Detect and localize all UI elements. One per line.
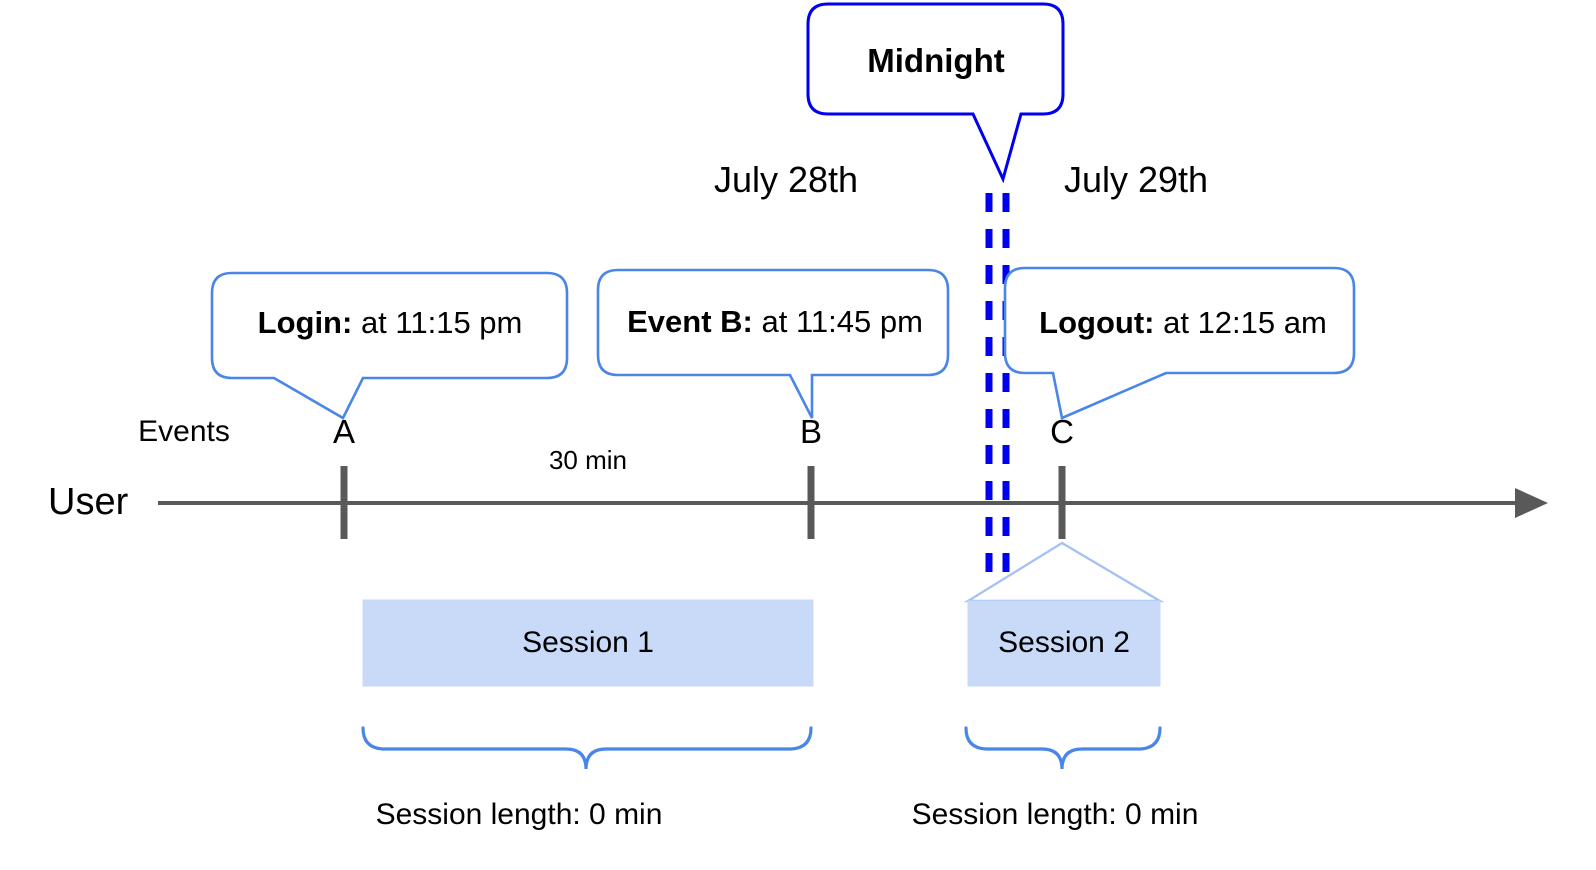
timeline-ticks (340, 466, 1066, 539)
tick-label-a: A (332, 413, 356, 450)
midnight-divider-lines (985, 193, 1010, 583)
callout-rest-login: at 11:15 pm (352, 305, 523, 340)
tick-label-c: C (1050, 413, 1074, 450)
tick-label-b: B (799, 413, 823, 450)
midnight-label: Midnight (867, 42, 1005, 79)
midnight-callout-shape (806, 2, 1065, 184)
session-2-block-group (963, 541, 1165, 687)
date-label-right: July 29th (1063, 159, 1209, 200)
session-2-block (967, 600, 1161, 687)
callout-text-logout: Logout: at 12:15 am (1039, 307, 1327, 338)
gap-duration-label: 30 min (548, 445, 628, 475)
callout-shape-logout (1003, 266, 1356, 420)
date-label-left: July 28th (713, 159, 859, 200)
callout-bold-login: Login: (257, 305, 353, 340)
session-1-label: Session 1 (522, 626, 654, 659)
callout-shape-login (210, 271, 569, 420)
callout-bold-logout: Logout: (1039, 305, 1155, 340)
callout-rest-event-b: at 11:45 pm (752, 304, 923, 339)
session-1-brace (361, 726, 813, 770)
callout-shape-event-b (596, 268, 950, 419)
session-1-block (362, 599, 814, 687)
callout-text-login: Login: at 11:15 pm (258, 307, 523, 338)
timeline-axis (158, 488, 1548, 518)
session-2-length-label: Session length: 0 min (911, 798, 1199, 831)
user-axis-label: User (48, 481, 129, 523)
session-2-roof (963, 541, 1165, 603)
callout-rest-logout: at 12:15 am (1154, 305, 1327, 340)
callout-text-event-b: Event B: at 11:45 pm (627, 306, 923, 337)
callout-bold-event-b: Event B: (627, 304, 753, 339)
events-row-label: Events (138, 415, 230, 448)
session-2-label: Session 2 (998, 626, 1130, 659)
session-2-brace (964, 726, 1162, 770)
session-1-length-label: Session length: 0 min (375, 798, 663, 831)
